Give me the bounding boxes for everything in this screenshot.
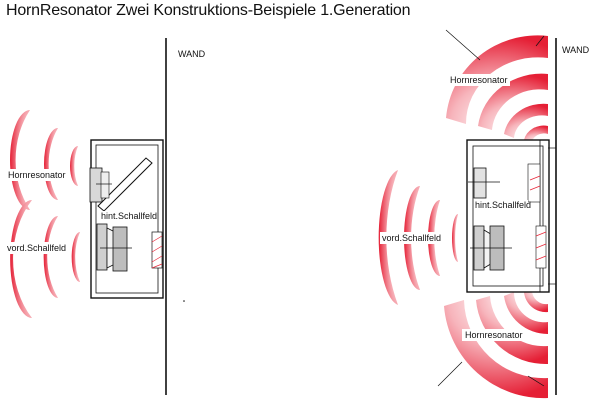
right-cabinet bbox=[466, 139, 556, 293]
right-bottom-sound-waves bbox=[437, 290, 548, 399]
right-bottom-horn-label: Hornresonator bbox=[465, 330, 523, 340]
left-wall-label: WAND bbox=[178, 49, 206, 59]
right-front-field-label: vord.Schallfeld bbox=[382, 233, 441, 243]
left-upper-sound-waves bbox=[10, 110, 78, 210]
right-rear-field-label: hint.Schallfeld bbox=[475, 200, 531, 210]
diagram-title: HornResonator Zwei Konstruktions-Beispie… bbox=[6, 2, 411, 19]
left-lower-sound-waves bbox=[10, 200, 80, 318]
left-rear-field-label: hint.Schallfeld bbox=[101, 211, 157, 221]
right-example: WAND bbox=[378, 29, 590, 399]
left-horn-label: Hornresonator bbox=[8, 170, 66, 180]
right-wall-label: WAND bbox=[562, 45, 590, 55]
right-top-horn-label: Hornresonator bbox=[450, 75, 508, 85]
right-top-sound-waves bbox=[445, 29, 548, 142]
left-front-field-label: vord.Schallfeld bbox=[7, 243, 66, 253]
left-example: WAND bbox=[5, 38, 206, 395]
left-cabinet bbox=[89, 139, 164, 299]
